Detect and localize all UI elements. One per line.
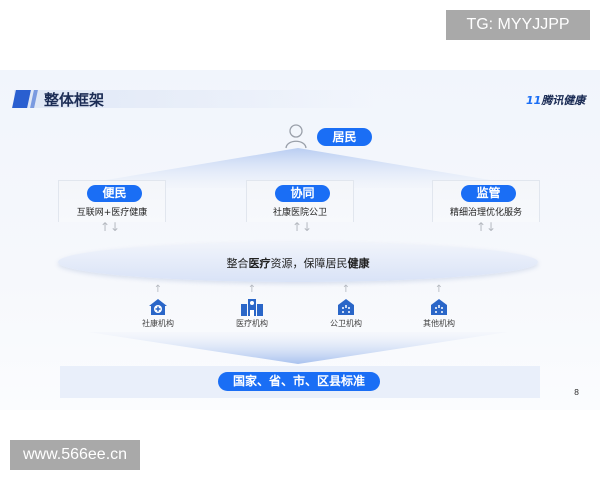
site-watermark: www.566ee.cn <box>10 440 140 470</box>
integration-ellipse <box>58 242 538 282</box>
title-bar <box>14 90 374 108</box>
pillar-label: 监管 <box>461 185 516 202</box>
institution-label: 公卫机构 <box>330 319 362 328</box>
institution-item: ↑ 其他机构 <box>404 284 474 329</box>
standards-pill: 国家、省、市、区县标准 <box>218 372 380 391</box>
hospital-icon <box>241 299 263 316</box>
pillar-label: 便民 <box>87 185 142 202</box>
slide: 整体框架 11腾讯健康 居民 便民互联网+医疗健康 协同社康医院公卫 监管精细治… <box>0 70 600 410</box>
pillar-sub: 社康医院公卫 <box>272 208 327 218</box>
tg-badge: TG: MYYJJPP <box>446 10 590 40</box>
pillar-label: 协同 <box>275 185 330 202</box>
public-health-icon <box>338 299 354 315</box>
institution-label: 其他机构 <box>423 319 455 328</box>
up-down-arrows-icon: ↑↓ <box>292 220 313 234</box>
resident-pill: 居民 <box>317 128 372 146</box>
pillar-card: 协同社康医院公卫 <box>246 180 354 222</box>
logo-mark: 11 <box>526 94 542 107</box>
up-down-arrows-icon: ↑↓ <box>476 220 497 234</box>
pillar-card: 便民互联网+医疗健康 <box>58 180 166 222</box>
up-down-arrows-icon: ↑↓ <box>100 220 121 234</box>
logo-text: 腾讯健康 <box>541 94 586 107</box>
page-number: 8 <box>574 388 580 397</box>
bottom-triangle <box>88 332 508 364</box>
up-arrow-icon: ↑ <box>153 284 163 295</box>
institution-item: ↑ 社康机构 <box>123 284 193 329</box>
top-triangle <box>58 148 538 188</box>
pillar-sub: 互联网+医疗健康 <box>76 208 148 218</box>
tencent-health-logo: 11腾讯健康 <box>526 92 585 108</box>
up-arrow-icon: ↑ <box>341 284 351 295</box>
other-institution-icon <box>431 299 447 315</box>
up-arrow-icon: ↑ <box>247 284 257 295</box>
institution-label: 社康机构 <box>142 319 174 328</box>
clinic-icon <box>149 299 167 315</box>
pillar-sub: 精细治理优化服务 <box>449 208 522 218</box>
institution-label: 医疗机构 <box>236 319 268 328</box>
institution-item: ↑ 医疗机构 <box>217 284 287 329</box>
institution-item: ↑ 公卫机构 <box>311 284 381 329</box>
pillar-card: 监管精细治理优化服务 <box>432 180 540 222</box>
up-arrow-icon: ↑ <box>434 284 444 295</box>
person-icon <box>285 124 307 149</box>
slide-title: 整体框架 <box>44 91 105 109</box>
integration-text: 整合医疗资源，保障居民健康 <box>226 257 370 270</box>
